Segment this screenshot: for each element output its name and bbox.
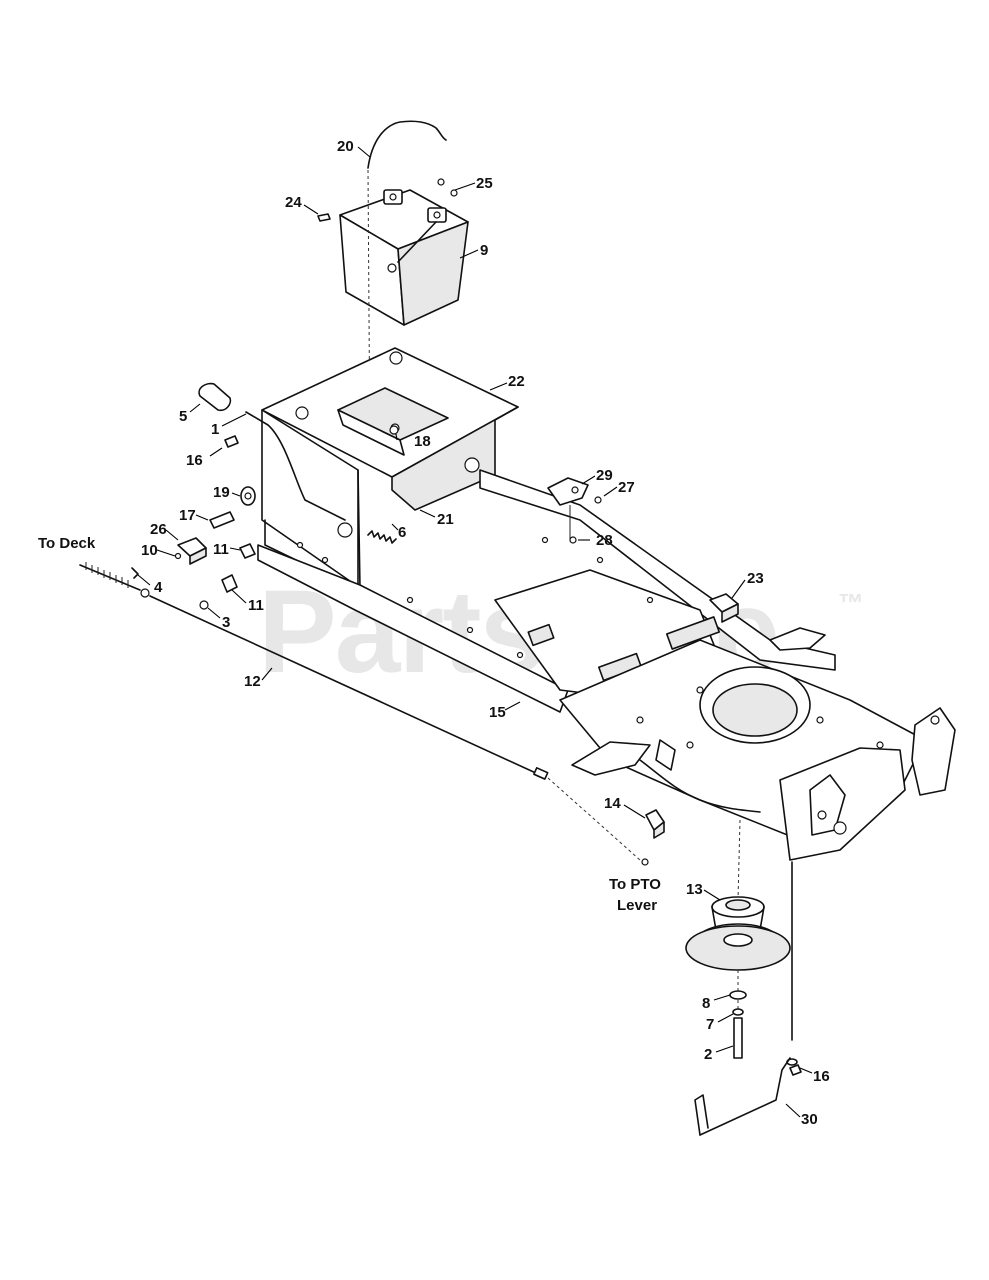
callout-1: 1 — [211, 421, 219, 438]
callout-30: 30 — [801, 1111, 818, 1128]
callout-3: 3 — [222, 614, 230, 631]
rod-part — [245, 411, 346, 521]
pto-lever-rod — [694, 861, 802, 1136]
note-to-pto-line1: To PTO — [609, 876, 661, 893]
pto-cable — [79, 562, 649, 866]
callout-18: 18 — [414, 433, 431, 450]
callout-20: 20 — [337, 138, 354, 155]
bushing-part — [240, 486, 256, 506]
screw-10 — [174, 552, 182, 560]
switch-part — [177, 537, 207, 565]
leader-lines — [137, 146, 813, 1118]
nut-3 — [199, 600, 209, 610]
screw-27 — [594, 496, 602, 504]
callout-14: 14 — [604, 795, 621, 812]
callout-17: 17 — [179, 507, 196, 524]
callout-5: 5 — [179, 408, 187, 425]
terminal-hardware — [317, 178, 458, 222]
battery-cable — [367, 120, 447, 169]
note-to-pto-line2: Lever — [617, 897, 657, 914]
callout-23: 23 — [747, 570, 764, 587]
callout-16-lower: 16 — [813, 1068, 830, 1085]
cap-part — [198, 382, 232, 412]
clip-lower — [221, 574, 238, 593]
callout-15: 15 — [489, 704, 506, 721]
clip-4 — [131, 567, 139, 579]
callout-8: 8 — [702, 995, 710, 1012]
clip-upper — [239, 543, 256, 559]
bolt-upper — [224, 435, 239, 448]
battery-tray — [261, 347, 519, 591]
callout-16-upper: 16 — [186, 452, 203, 469]
spring-part — [367, 530, 397, 544]
main-frame — [257, 469, 956, 861]
callout-11-lower: 11 — [248, 597, 264, 614]
callout-22: 22 — [508, 373, 525, 390]
callout-12: 12 — [244, 673, 261, 690]
battery — [339, 189, 469, 326]
callout-4: 4 — [154, 579, 163, 596]
watermark-trademark: ™ — [838, 588, 862, 618]
pin-part — [209, 511, 235, 529]
callout-13: 13 — [686, 881, 703, 898]
switch-14 — [645, 809, 665, 839]
callout-7: 7 — [706, 1016, 714, 1033]
annotation-notes: To Deck To PTO Lever — [38, 535, 661, 914]
callout-28: 28 — [596, 532, 613, 549]
callout-6: 6 — [398, 524, 406, 541]
note-to-deck: To Deck — [38, 535, 96, 552]
nut-18 — [389, 425, 399, 435]
connector-23 — [709, 593, 739, 623]
callout-21: 21 — [437, 511, 454, 528]
callout-27: 27 — [618, 479, 635, 496]
callout-29: 29 — [596, 467, 613, 484]
callout-10: 10 — [141, 542, 158, 559]
callout-2: 2 — [704, 1046, 712, 1063]
washer-28 — [569, 536, 577, 544]
callout-9: 9 — [480, 242, 488, 259]
bracket-29 — [547, 477, 589, 540]
callout-26: 26 — [150, 521, 167, 538]
callout-24: 24 — [285, 194, 302, 211]
callout-19: 19 — [213, 484, 230, 501]
callout-labels: 20 25 24 9 22 5 1 18 16 29 27 19 21 17 6… — [141, 138, 830, 1128]
pulley-assembly — [685, 819, 791, 1059]
callout-11-upper: 11 — [213, 541, 229, 558]
callout-25: 25 — [476, 175, 493, 192]
